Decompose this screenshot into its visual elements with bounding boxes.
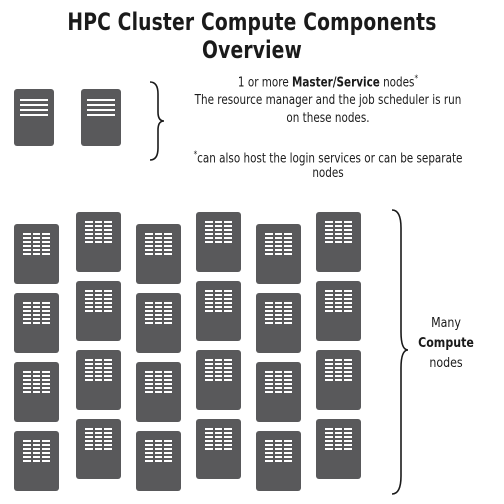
master-line3: on these nodes. [286, 111, 370, 127]
master-line1-prefix: 1 or more [237, 75, 293, 91]
master-footnote: *can also host the login services or can… [192, 150, 464, 181]
compute-node-icon [196, 281, 241, 341]
master-line1-mark: * [414, 74, 419, 84]
master-node-icon [14, 89, 54, 146]
compute-node-icon [136, 224, 181, 284]
master-footnote-text: can also host the login services or can … [197, 151, 463, 182]
master-brace [149, 81, 165, 161]
compute-node-icon [196, 419, 241, 479]
compute-node-icon [256, 431, 301, 491]
compute-node-icon [136, 293, 181, 353]
compute-node-icon [14, 362, 59, 422]
compute-node-icon [136, 431, 181, 491]
compute-node-icon [136, 362, 181, 422]
master-description: 1 or more Master/Service nodes* The reso… [192, 70, 464, 128]
master-footnote-mark: * [193, 150, 198, 160]
compute-node-icon [14, 431, 59, 491]
compute-node-icon [76, 419, 121, 479]
compute-node-icon [316, 281, 361, 341]
master-line1-bold: Master/Service [292, 75, 380, 91]
compute-node-icon [256, 293, 301, 353]
compute-node-icon [76, 350, 121, 410]
compute-node-icon [196, 350, 241, 410]
compute-line1: Many [431, 316, 461, 331]
compute-node-icon [76, 212, 121, 272]
compute-node-icon [256, 362, 301, 422]
master-line1-suffix: nodes [379, 75, 415, 91]
compute-node-icon [196, 212, 241, 272]
compute-node-icon [316, 212, 361, 272]
compute-node-icon [14, 224, 59, 284]
compute-line3: nodes [429, 356, 463, 371]
compute-line2-bold: Compute [418, 336, 474, 351]
compute-node-icon [256, 224, 301, 284]
compute-node-icon [14, 293, 59, 353]
compute-label: Many Compute nodes [415, 314, 476, 374]
compute-node-icon [76, 281, 121, 341]
master-node-icon [81, 89, 121, 146]
compute-node-icon [316, 350, 361, 410]
compute-node-icon [316, 419, 361, 479]
compute-brace [391, 209, 409, 495]
master-line2: The resource manager and the job schedul… [194, 93, 462, 109]
page-title: HPC Cluster Compute Components Overview [67, 8, 437, 64]
